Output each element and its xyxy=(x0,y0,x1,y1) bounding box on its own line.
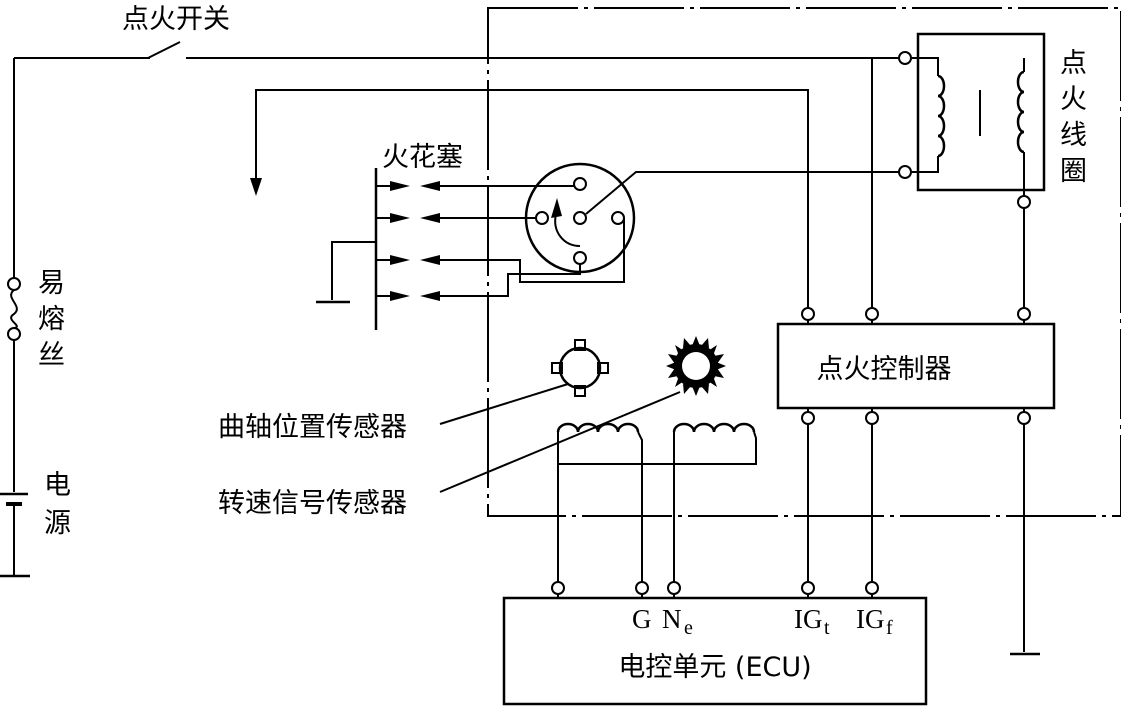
module-boundary xyxy=(487,7,1121,517)
ecu-pin-g: G xyxy=(632,604,652,634)
coil-label: 点 火 线 圈 xyxy=(1060,48,1087,187)
ecu-pin-ne: N xyxy=(662,604,682,634)
fuse-label-char: 丝 xyxy=(38,340,65,371)
speed-pickup-coil xyxy=(672,422,756,433)
crank-pickup-coil xyxy=(556,422,640,433)
ecu-pin-igf-sub: f xyxy=(886,617,893,639)
coil-label-char: 火 xyxy=(1060,84,1087,115)
fuse-terminal-bottom xyxy=(7,327,21,341)
controller-box xyxy=(776,322,1056,410)
speed-leader xyxy=(439,391,681,493)
ecu-box xyxy=(502,596,928,706)
ignition-coil: 点 火 线 圈 xyxy=(898,32,1087,308)
power-label-char: 源 xyxy=(44,508,71,539)
ecu-label: 电控单元 (ECU) xyxy=(618,652,811,683)
distributor xyxy=(524,162,636,274)
crank-rotor xyxy=(558,346,602,390)
ignition-switch xyxy=(14,41,898,59)
primary-winding xyxy=(937,74,946,158)
crank-leader xyxy=(439,383,569,425)
controller-label: 点火控制器 xyxy=(817,354,952,385)
coil-label-char: 圈 xyxy=(1060,156,1087,187)
power-label-char: 电 xyxy=(44,470,71,501)
spark-plugs xyxy=(316,168,625,330)
fuse-label-char: 熔 xyxy=(38,304,65,335)
crank-sensor xyxy=(551,339,643,582)
fuse-label: 易 熔 丝 xyxy=(38,268,65,371)
ignition-controller xyxy=(776,307,1056,425)
coil-label-char: 点 xyxy=(1060,48,1087,79)
coil-label-char: 线 xyxy=(1060,120,1087,151)
ecu-pin-igt-sub: t xyxy=(824,617,830,639)
power-label: 电 源 xyxy=(44,470,71,539)
coil-housing xyxy=(916,32,1046,192)
fuse-terminal-top xyxy=(7,277,21,291)
power-branch xyxy=(0,58,30,578)
fuse-element xyxy=(10,289,18,329)
speed-sensor-label: 转速信号传感器 xyxy=(218,488,407,519)
ignition-switch-label: 点火开关 xyxy=(122,4,230,35)
speed-sensor xyxy=(558,336,757,582)
secondary-winding xyxy=(1016,70,1025,154)
ecu-pin-igf: IG xyxy=(856,604,885,634)
ecu-pin-ne-sub: e xyxy=(684,617,693,639)
ecu: G N e IG t IG f 电控单元 (ECU) xyxy=(502,581,928,706)
rotor-arrow xyxy=(554,213,581,247)
spark-plug-label: 火花塞 xyxy=(382,142,463,173)
ecu-pin-igt: IG xyxy=(794,604,823,634)
crank-sensor-label: 曲轴位置传感器 xyxy=(218,412,407,443)
fuse-label-char: 易 xyxy=(38,268,65,299)
